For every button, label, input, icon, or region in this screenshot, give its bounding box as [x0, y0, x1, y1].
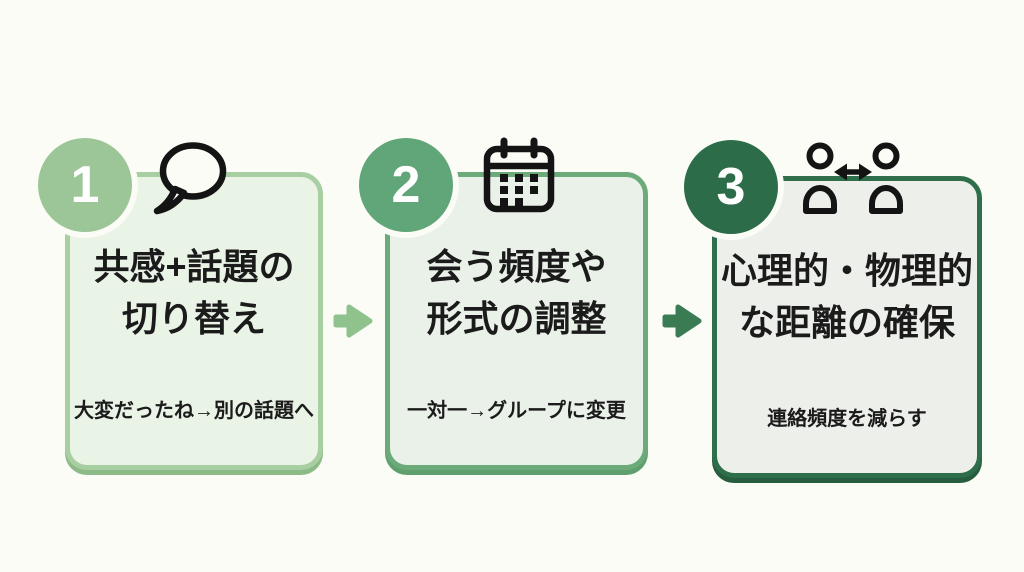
- step-3-number: 3: [716, 158, 746, 216]
- step-2-title-line1: 会う頻度や: [426, 246, 607, 287]
- step-1-card: 共感+話題の 切り替え 大変だったね→別の話題へ: [65, 172, 323, 470]
- step-1-title-line1: 共感+話題の: [93, 246, 295, 287]
- step-2-number: 2: [391, 156, 421, 214]
- step-3-number-badge: 3: [678, 134, 784, 240]
- step-1-title: 共感+話題の 切り替え: [93, 241, 294, 345]
- speech-bubble-icon: [148, 136, 232, 220]
- step-1-number-badge: 1: [32, 132, 138, 238]
- step-1-subtitle: 大変だったね→別の話題へ: [74, 400, 314, 422]
- step-3-title-line1: 心理的・物理的: [720, 250, 973, 291]
- step-2-subtitle: 一対一→グループに変更: [407, 400, 626, 422]
- people-distance-icon: [801, 141, 905, 215]
- step-1-number: 1: [70, 156, 100, 214]
- arrow-right-icon: [330, 299, 376, 343]
- arrow-right-icon: [659, 299, 705, 343]
- step-2-title: 会う頻度や 形式の調整: [426, 241, 606, 345]
- step-1-title-line2: 切り替え: [121, 298, 266, 340]
- step-3-title-line2: な距離の確保: [738, 302, 955, 344]
- step-2-card: 会う頻度や 形式の調整 一対一→グループに変更: [385, 172, 648, 470]
- calendar-icon: [479, 135, 559, 217]
- step-2-number-badge: 2: [353, 132, 459, 238]
- step-3-title: 心理的・物理的 な距離の確保: [721, 245, 973, 349]
- step-3-subtitle: 連絡頻度を減らす: [767, 408, 927, 430]
- step-2-title-line2: 形式の調整: [426, 298, 607, 340]
